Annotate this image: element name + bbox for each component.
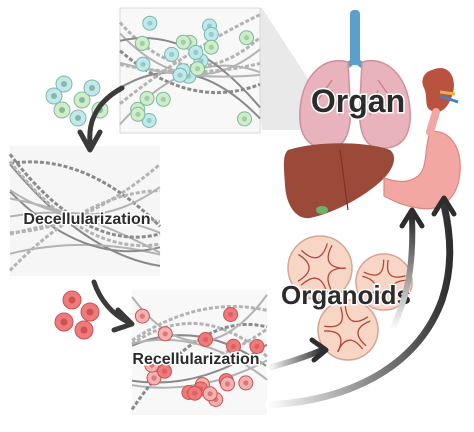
vessel [337,339,364,352]
cell-nucleus [160,96,166,102]
organoids-label: Organoids [281,280,411,310]
collagen-fiber [118,21,262,68]
vessel [297,253,310,282]
vessel [386,259,406,278]
decellularized-scaffold-panel [8,146,162,276]
cell-nucleus [224,381,231,387]
fiber-bundle [8,153,162,272]
cell-nucleus [161,368,168,374]
cell-nucleus [79,97,85,103]
cell-nucleus [75,115,81,121]
cell-nucleus [86,308,94,316]
arrow-to-organ-inner [389,215,416,333]
vessel [300,243,328,259]
vessel [327,245,346,270]
cell-nucleus [230,343,237,349]
arrow-to-recellularization [91,279,131,325]
cell-nucleus [243,380,249,386]
collagen-fiber [8,160,161,247]
decellularization-label: Decellularization [23,211,150,228]
collagen-fiber [131,305,268,342]
cell-nucleus [254,343,260,350]
cell-nucleus [89,85,95,91]
cell-nucleus [80,326,88,334]
collagen-fiber [131,343,268,384]
collagen-fiber [9,217,161,236]
collagen-fiber [9,190,161,253]
stomach-icon [383,108,461,210]
cell-nucleus [202,336,209,343]
cell-nucleus [51,93,57,99]
cell-nucleus [59,107,65,113]
native-tissue-panel [118,7,262,134]
cell-nucleus [139,40,145,47]
collagen-fiber [9,186,161,216]
cell-nucleus [193,49,199,56]
vessel [363,259,385,276]
cell-nucleus [169,51,175,58]
organoid-spheres [287,235,413,361]
collagen-fiber [9,160,162,228]
vessel [344,306,369,323]
cell-nucleus [146,117,152,124]
organoid-sphere [355,253,413,311]
cell-nucleus [151,375,157,381]
cell-nucleus [139,313,145,319]
cell-nucleus [194,66,201,72]
recellularized-scaffold-panel [130,290,268,415]
collagen-fiber [8,189,161,272]
cell-nucleus [228,311,234,318]
cell-nucleus [135,111,141,117]
cell-nucleus [243,35,250,41]
vessel [324,306,344,328]
cell-nucleus [208,31,214,37]
vessel [391,279,407,302]
cell-nucleus [140,61,146,67]
cell-nucleus [60,318,68,326]
lungs-icon [299,10,411,149]
organ-label: Organ [311,83,405,119]
vessel [362,275,376,300]
vessel [300,277,328,293]
kidney-icon [422,68,459,113]
liver-icon [283,143,395,219]
cell-nucleus [177,72,183,78]
collagen-fiber [9,163,161,235]
vessel [357,320,371,347]
cell-nucleus [144,95,150,101]
collagen-fiber [9,163,161,267]
recellularization-label: Recellularization [132,351,259,368]
cell-nucleus [192,390,198,396]
collagen-fiber [131,338,268,381]
cell-nucleus [147,20,153,26]
cell-nucleus [61,81,67,87]
free-cells-green [45,75,109,127]
arrow-to-organoids [265,347,325,371]
cell-nucleus [68,296,76,304]
collagen-fiber [8,153,161,239]
cell-nucleus [180,39,186,45]
arrow-to-organ-outer [264,201,454,409]
seeded-cells [134,307,265,407]
cells-in-matrix [130,15,254,128]
collagen-fiber [9,197,161,254]
cycle-arrows [77,85,457,409]
arrow-to-decellularization [87,85,125,145]
free-cells-red [54,290,100,340]
cell-nucleus [208,44,214,50]
cell-nucleus [149,362,155,368]
cell-nucleus [207,391,213,397]
cell-nucleus [241,116,248,122]
organoid-sphere [317,299,379,361]
cell-nucleus [162,331,168,337]
